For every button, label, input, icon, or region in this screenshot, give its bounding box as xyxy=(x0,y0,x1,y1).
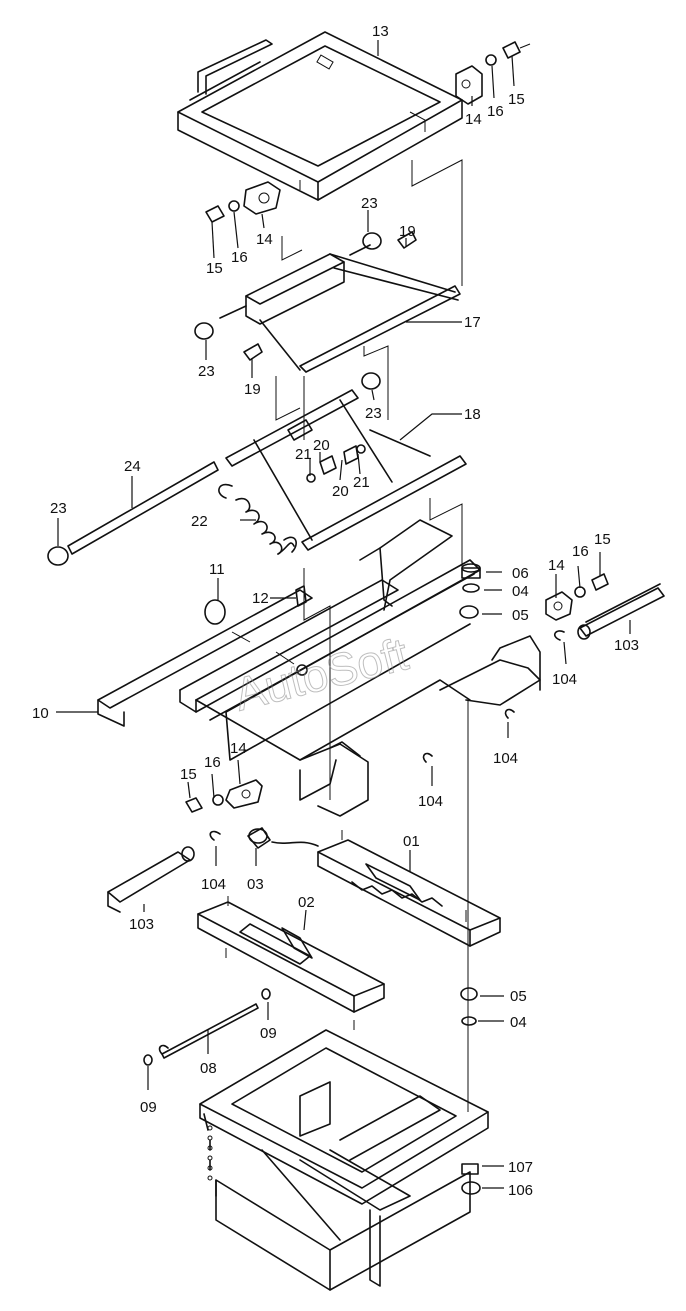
bracket-group-right-top xyxy=(455,41,531,105)
callout-106: 106 xyxy=(508,1182,533,1199)
callout-16: 16 xyxy=(231,249,248,266)
callout-103: 103 xyxy=(614,637,639,654)
bracket-group-right-middle xyxy=(545,573,665,641)
callout-15: 15 xyxy=(508,91,525,108)
callout-14: 14 xyxy=(465,111,482,128)
callout-104: 104 xyxy=(552,671,577,688)
rod-08 xyxy=(143,988,271,1066)
callout-23: 23 xyxy=(198,363,215,380)
callout-21: 21 xyxy=(295,446,312,463)
scissor-base xyxy=(199,1029,489,1291)
bracket-group-left-top xyxy=(205,181,281,223)
watermark: AutoSoft xyxy=(229,627,413,720)
stack-06-04-05 xyxy=(459,563,481,619)
callout-14: 14 xyxy=(256,231,273,248)
callout-02: 02 xyxy=(298,894,315,911)
seat-frame-13 xyxy=(177,31,463,201)
callout-05: 05 xyxy=(510,988,527,1005)
callout-20: 20 xyxy=(313,437,330,454)
callout-17: 17 xyxy=(464,314,481,331)
callout-labels: 13 14 16 15 23 19 14 16 15 17 23 19 23 1… xyxy=(32,23,639,1199)
callout-104: 104 xyxy=(201,876,226,893)
knob-03 xyxy=(247,827,271,849)
callout-19: 19 xyxy=(244,381,261,398)
callout-21: 21 xyxy=(353,474,370,491)
callout-10: 10 xyxy=(32,705,49,722)
callout-103: 103 xyxy=(129,916,154,933)
callout-12: 12 xyxy=(252,590,269,607)
callout-04: 04 xyxy=(512,583,529,600)
callout-14: 14 xyxy=(230,740,247,757)
callout-05: 05 xyxy=(512,607,529,624)
callout-19: 19 xyxy=(399,223,416,240)
callout-03: 03 xyxy=(247,876,264,893)
callout-24: 24 xyxy=(124,458,141,475)
callout-107: 107 xyxy=(508,1159,533,1176)
slide-rail-01 xyxy=(271,830,501,947)
leader-lines xyxy=(56,40,631,1189)
slide-rail-02 xyxy=(197,896,385,1030)
pin-12 xyxy=(295,585,307,607)
callout-23: 23 xyxy=(50,500,67,517)
callout-15: 15 xyxy=(180,766,197,783)
callout-20: 20 xyxy=(332,483,349,500)
callout-15: 15 xyxy=(594,531,611,548)
bracket-group-left-lower xyxy=(107,779,263,913)
clip-104-group xyxy=(422,708,515,763)
callout-16: 16 xyxy=(487,103,504,120)
base-frame-10 xyxy=(97,519,541,817)
callout-13: 13 xyxy=(372,23,389,40)
callout-16: 16 xyxy=(572,543,589,560)
callout-11: 11 xyxy=(209,561,225,578)
stack-05-04-lower xyxy=(460,987,478,1026)
callout-08: 08 xyxy=(200,1060,217,1077)
callout-09: 09 xyxy=(260,1025,277,1042)
callout-104: 104 xyxy=(418,793,443,810)
callout-09: 09 xyxy=(140,1099,157,1116)
callout-104: 104 xyxy=(493,750,518,767)
slide-frame-17 xyxy=(194,231,461,373)
callout-04: 04 xyxy=(510,1014,527,1031)
callout-16: 16 xyxy=(204,754,221,771)
plate-11 xyxy=(204,599,226,625)
callout-14: 14 xyxy=(548,557,565,574)
shaft-24 xyxy=(47,461,219,566)
callout-23: 23 xyxy=(361,195,378,212)
callout-23: 23 xyxy=(365,405,382,422)
callout-15: 15 xyxy=(206,260,223,277)
slide-frame-18 xyxy=(225,372,467,551)
callout-18: 18 xyxy=(464,406,481,423)
spring-22 xyxy=(218,483,297,555)
callout-22: 22 xyxy=(191,513,208,530)
callout-01: 01 xyxy=(403,833,420,850)
callout-06: 06 xyxy=(512,565,529,582)
